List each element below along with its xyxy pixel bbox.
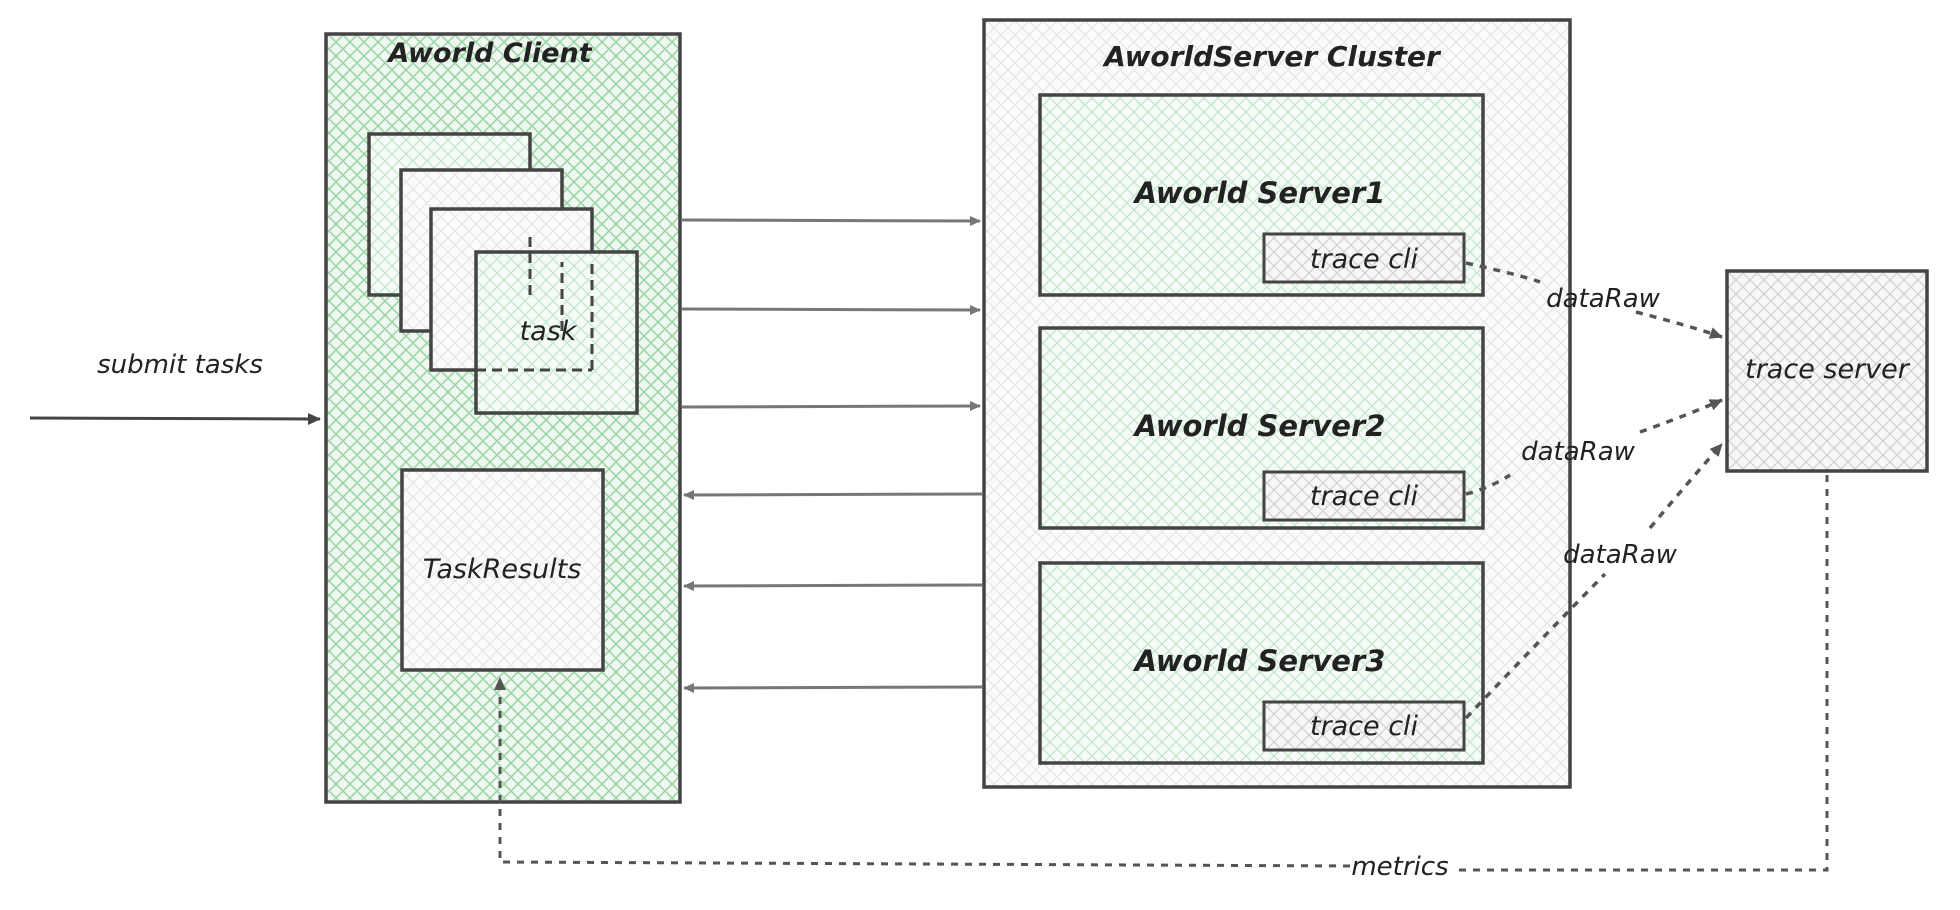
server-2-title: Aworld Server2 (1133, 409, 1386, 443)
trace-cli-3-box (1262, 700, 1466, 752)
response-arrow-3 (683, 682, 983, 693)
server-3-title: Aworld Server3 (1133, 644, 1386, 678)
trace-server-label: trace server (1745, 354, 1911, 385)
trace-server: trace server (1725, 269, 1929, 473)
request-arrow-3 (681, 401, 981, 412)
trace-cli-1-label: trace cli (1310, 244, 1419, 275)
request-arrow-1 (681, 215, 981, 226)
trace-server-box (1725, 269, 1929, 473)
request-arrow-2 (681, 304, 981, 315)
trace-cli-2-box (1262, 470, 1466, 522)
server-1-title: Aworld Server1 (1133, 176, 1386, 210)
response-arrow-2 (683, 580, 983, 591)
aworld-server-2: Aworld Server2 trace cli (1038, 326, 1485, 530)
response-arrow-1 (683, 489, 983, 500)
submit-tasks-label: submit tasks (97, 350, 263, 380)
task-label: task (520, 316, 578, 347)
aworld-client: Aworld Client task TaskResults (324, 32, 682, 804)
data-raw-arrow-1 (1465, 261, 1722, 337)
submit-arrow (29, 412, 321, 425)
cluster-title: AworldServer Cluster (1102, 40, 1442, 73)
task-results-label: TaskResults (423, 554, 582, 585)
data-raw-3-label: dataRaw (1563, 540, 1678, 570)
trace-cli-3-label: trace cli (1310, 711, 1419, 742)
task-card-4 (474, 250, 639, 415)
trace-cli-2-label: trace cli (1310, 481, 1419, 512)
client-title: Aworld Client (386, 38, 592, 69)
data-raw-1-label: dataRaw (1546, 284, 1661, 314)
metrics-label: metrics (1351, 852, 1448, 882)
aworld-server-1: Aworld Server1 trace cli (1038, 93, 1485, 297)
metrics-arrow (500, 475, 1829, 872)
data-raw-arrow-3 (1464, 444, 1722, 720)
server-cluster: AworldServer Cluster Aworld Server1 trac… (982, 18, 1572, 789)
data-raw-2-label: dataRaw (1521, 437, 1636, 467)
data-raw-arrow-2 (1465, 400, 1722, 496)
trace-cli-1-box (1262, 232, 1466, 284)
aworld-server-3: Aworld Server3 trace cli (1038, 561, 1485, 765)
